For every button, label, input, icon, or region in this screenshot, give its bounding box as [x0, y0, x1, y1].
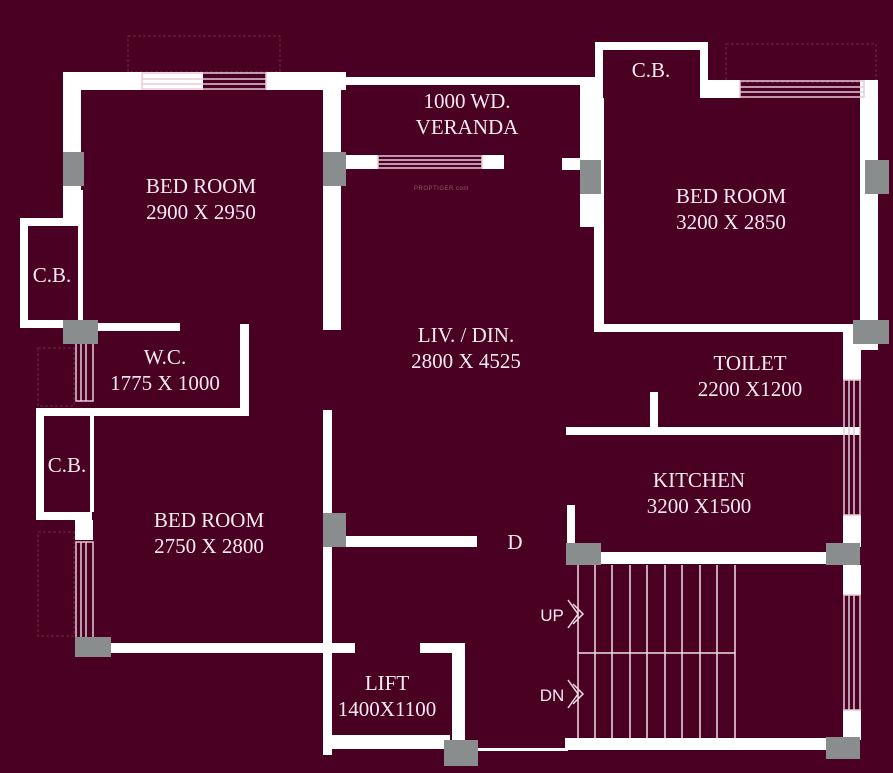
room-name: C.B. [32, 263, 72, 287]
room-bed-room-2: BED ROOM 3200 X 2850 [676, 183, 786, 235]
projection-outlines [37, 35, 877, 637]
room-size: 2750 X 2800 [154, 534, 264, 558]
room-name: LIFT [364, 671, 410, 695]
room-size: 3200 X 2850 [676, 210, 786, 234]
room-bed-room-3: BED ROOM 2750 X 2800 [154, 507, 264, 559]
room-name: C.B. [47, 453, 87, 477]
windows [75, 72, 865, 711]
stair-up-label: UP [540, 606, 564, 625]
room-name: BED ROOM [675, 184, 787, 208]
room-cb-top: C.B. [632, 57, 671, 83]
room-veranda: 1000 WD. VERANDA [416, 88, 519, 140]
room-bed-room-1: BED ROOM 2900 X 2950 [146, 173, 256, 225]
room-name: C.B. [631, 58, 671, 82]
room-living-dining: LIV. / DIN. 2800 X 4525 [411, 322, 521, 374]
room-name: KITCHEN [652, 468, 746, 492]
pillars [63, 152, 889, 766]
room-name-2: VERANDA [415, 115, 519, 139]
stair-arrows-icon [567, 599, 585, 709]
room-name: BED ROOM [145, 174, 257, 198]
room-size: 1775 X 1000 [110, 371, 220, 395]
room-wc: W.C. 1775 X 1000 [110, 344, 220, 396]
room-toilet: TOILET 2200 X1200 [698, 350, 802, 402]
room-cb-left-2: C.B. [48, 452, 87, 478]
room-name: TOILET [713, 351, 787, 375]
room-size: 2200 X1200 [697, 377, 803, 401]
stair-down-label: DN [539, 686, 565, 705]
room-size: 2900 X 2950 [146, 200, 256, 224]
room-name: 1000 WD. [423, 89, 511, 113]
room-cb-left-1: C.B. [33, 262, 72, 288]
room-lift: LIFT 1400X1100 [338, 670, 436, 722]
room-name: BED ROOM [153, 508, 265, 532]
room-name: W.C. [143, 345, 187, 369]
room-size: 1400X1100 [337, 697, 437, 721]
door-marker: D [507, 530, 523, 554]
staircase [577, 565, 736, 738]
room-name: LIV. / DIN. [417, 323, 515, 347]
room-size: 3200 X1500 [646, 494, 752, 518]
watermark: PROPTIGER.com [414, 186, 469, 192]
room-kitchen: KITCHEN 3200 X1500 [647, 467, 751, 519]
room-size: 2800 X 4525 [411, 349, 521, 373]
